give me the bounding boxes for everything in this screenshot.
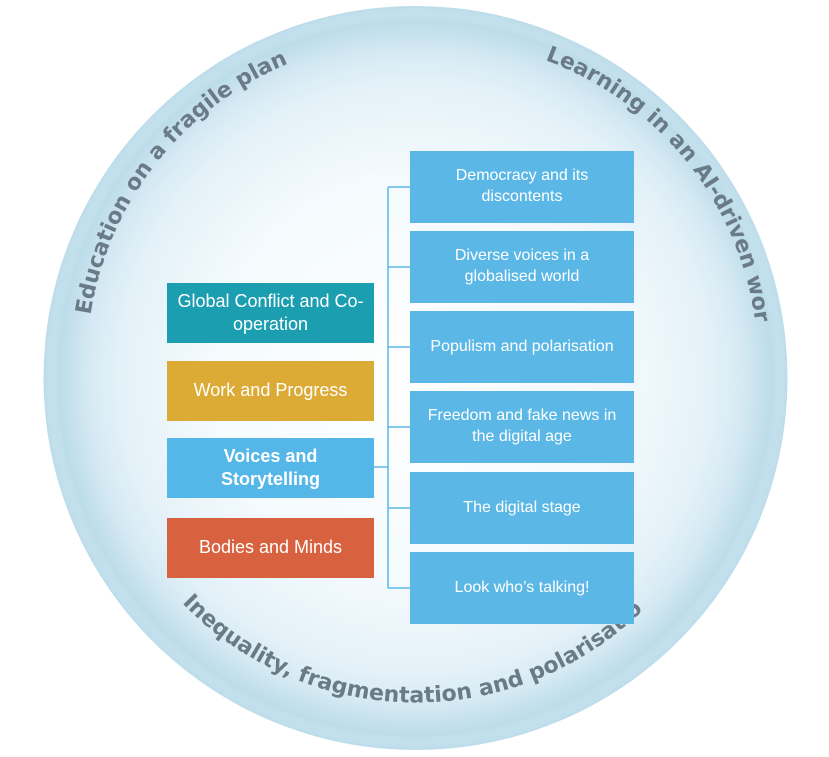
subtopic-box[interactable]: Freedom and fake news in the digital age bbox=[410, 391, 634, 463]
subtopic-box[interactable]: Democracy and its discontents bbox=[410, 151, 634, 223]
subtopic-box[interactable]: The digital stage bbox=[410, 472, 634, 544]
subtopic-label: Populism and polarisation bbox=[430, 337, 614, 355]
subtopic-label: Look who’s talking! bbox=[454, 578, 590, 596]
theme-global-conflict[interactable]: Global Conflict and Co-operation bbox=[167, 283, 374, 343]
theme-label: Bodies and Minds bbox=[198, 537, 343, 558]
theme-bodies-minds[interactable]: Bodies and Minds bbox=[167, 518, 374, 578]
subtopic-label: The digital stage bbox=[463, 498, 581, 516]
subtopic-box[interactable]: Populism and polarisation bbox=[410, 311, 634, 383]
theme-label: Voices and Storytelling bbox=[220, 445, 320, 489]
theme-voices-storytelling[interactable]: Voices and Storytelling bbox=[167, 438, 374, 498]
theme-label: Global Conflict and Co-operation bbox=[177, 290, 364, 334]
subtopic-label: Diverse voices in a globalised world bbox=[454, 247, 590, 285]
subtopic-box[interactable]: Look who’s talking! bbox=[410, 552, 634, 624]
connector-bracket bbox=[374, 186, 410, 589]
theme-work-progress[interactable]: Work and Progress bbox=[167, 361, 374, 421]
subtopic-label: Freedom and fake news in the digital age bbox=[427, 407, 617, 445]
theme-label: Work and Progress bbox=[193, 380, 348, 401]
subtopic-label: Democracy and its discontents bbox=[455, 167, 589, 205]
subtopic-box[interactable]: Diverse voices in a globalised world bbox=[410, 231, 634, 303]
